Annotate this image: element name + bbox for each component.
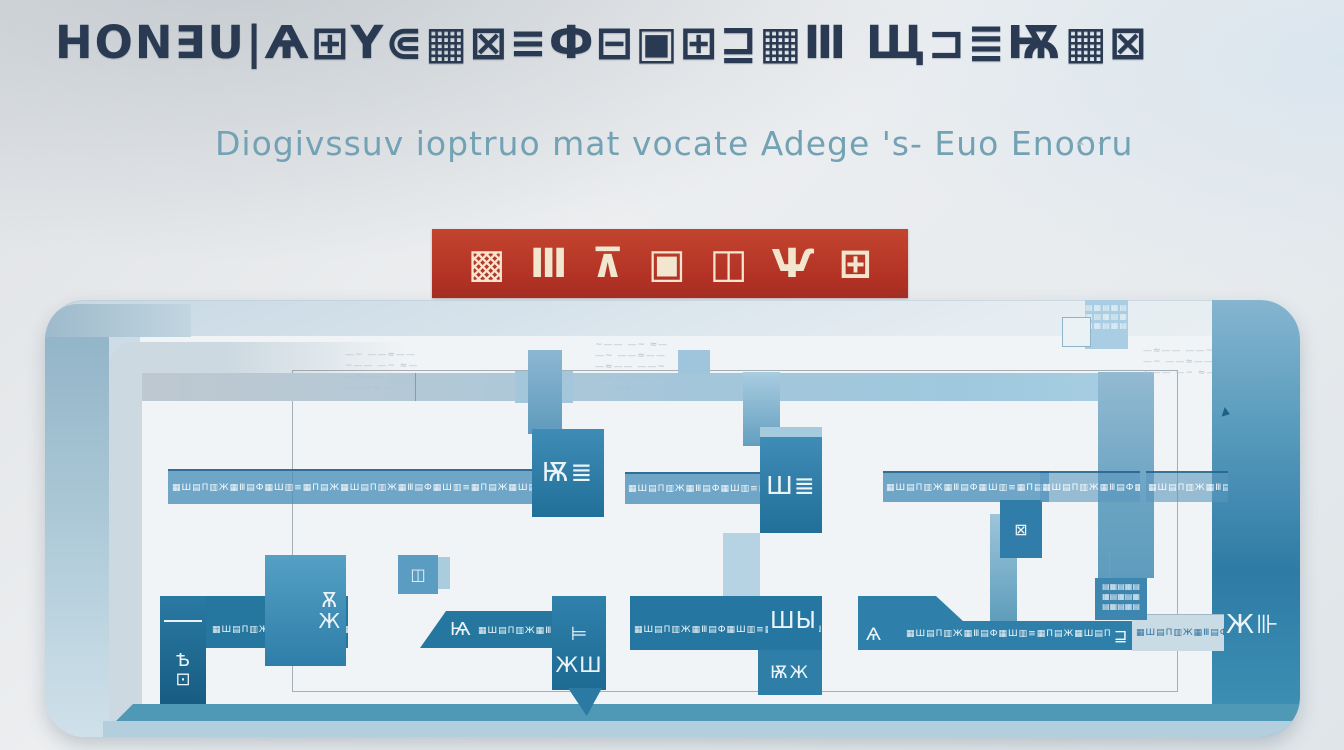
faint-note-line: —~ ——≈—— <box>1143 357 1214 367</box>
node-glyph: Ѫ <box>321 587 338 612</box>
drop-column-1 <box>528 350 562 434</box>
bottom-band-light <box>103 721 1300 737</box>
node-r3b: ⊨ ЖШ <box>552 596 606 690</box>
bar-r3d: Ѧ ▦Ш▤П▥Ж▦Ⅲ▤Ф▦Ш▥≡▦П▤Ж▦Ш▤П▥Ж▦Ⅲ▤Ф▦Ш▥≡▦П▤Ж▦Ш… <box>858 621 1132 650</box>
node-glyph-stack: Ѣ ⊡ <box>175 650 191 690</box>
strip-microtext: ▦Ш▤П▥Ж▦Ⅲ▤Ф▦Ш▥≡▦П▤Ж▦Ш▤П▥Ж▦Ⅲ▤Ф▦Ш▥≡▦П▤Ж▦Ш▤П… <box>906 629 1112 639</box>
label-strip-r2b: ▦Ш▤П▥Ж▦Ⅲ▤Ф▦Ш▥≡▦П▤Ж▦Ш▤П▥Ж▦Ⅲ▤Ф▦Ш▥≡▦П▤Ж▦Ш▤П… <box>625 472 761 504</box>
node-glyph: Ш≣ <box>766 470 816 500</box>
faint-note-line: —≈—— ——~ <box>1143 346 1214 356</box>
node-r3-left: Ѣ ⊡ <box>160 596 206 712</box>
panel-top-left-border <box>45 304 191 337</box>
tick-line <box>164 620 202 622</box>
corner-note-row: ▤▦▤▦▤ <box>1085 321 1128 330</box>
node-r3-small: ◫ <box>398 555 438 594</box>
strip-microtext: ▦Ш▤П▥Ж▦Ⅲ▤Ф▦Ш▥≡▦П▤Ж▦Ш▤П▥Ж▦Ⅲ▤Ф▦Ш▥≡▦П▤Ж▦Ш▤П… <box>634 625 822 635</box>
faint-note-a: —~ ——≈—— ~—— —~ ≈— —≈—— ——~ ——~≈— <box>345 350 495 406</box>
badge-row: ▤▦▤▦▤ <box>1102 582 1140 591</box>
strip-cap-glyph: ⊒ <box>1114 626 1128 645</box>
top-connector-bar <box>142 373 1140 401</box>
label-strip-r2c: ▦Ш▤П▥Ж▦Ⅲ▤Ф▦Ш▥≡▦П▤Ж▦Ш▤П▥Ж▦Ⅲ▤Ф▦Ш▥≡▦П▤Ж▦Ш▤П… <box>883 471 1049 502</box>
faint-note-line: ——~≈— <box>345 383 393 393</box>
badge-stem-line <box>1109 552 1110 578</box>
red-banner: ▩Ⅲ⊼▣◫Ѱ⊞ <box>432 229 908 298</box>
faint-note-b: ~—— —~ ≈— —~ ——≈—— —≈—— ——~ —~ ——≈—— ——~… <box>595 340 707 402</box>
diagram-panel: —~ ——≈—— ~—— —~ ≈— —≈—— ——~ ——~≈— ~—— —~… <box>45 300 1300 737</box>
node-r3a: Ѫ Ж <box>265 555 346 666</box>
node-glyph: ⊡ <box>175 669 191 690</box>
strip-microtext: ▦Ш▤П▥Ж▦Ⅲ▤Ф▦Ш▥≡▦П▤Ж▦Ш▤П▥Ж▦Ⅲ▤Ф▦Ш▥≡▦П▤Ж▦Ш▤П… <box>886 482 1049 493</box>
node-r2b-cap <box>760 427 822 439</box>
panel-right-border: Ж⊪ <box>1212 300 1300 737</box>
panel-left-border <box>45 304 109 737</box>
node-glyph: ШЫ <box>768 608 819 634</box>
faint-note-line: ~—— —~ ≈— <box>345 361 419 371</box>
node-glyph-stack: Ѫ Ж <box>318 587 340 633</box>
faint-note-line: —~ ——≈—— <box>345 350 416 360</box>
page-subtitle: Diogivssuv ioptruo mat vocate Adege 's- … <box>215 124 1135 163</box>
label-strip-r2d1: ▦Ш▤П▥Ж▦Ⅲ▤Ф▦Ш▥≡▦П▤Ж▦Ш▤П▥Ж▦Ⅲ▤Ф▦Ш▥≡▦П▤Ж▦Ш▤П… <box>1040 471 1140 502</box>
triangle-mark-icon <box>1221 407 1232 419</box>
label-strip-r2a: ▦Ш▤П▥Ж▦Ⅲ▤Ф▦Ш▥≡▦П▤Ж▦Ш▤П▥Ж▦Ⅲ▤Ф▦Ш▥≡▦П▤Ж▦Ш▤П… <box>168 469 532 504</box>
strip-microtext: ▦Ш▤П▥Ж▦Ⅲ▤Ф▦Ш▥≡▦П▤Ж▦Ш▤П▥Ж▦Ⅲ▤Ф▦Ш▥≡▦П▤Ж▦Ш▤П… <box>478 626 552 636</box>
node-r2a: Ѭ≣ <box>532 429 604 517</box>
node-glyph: ◫ <box>410 565 426 584</box>
strip-microtext: ▦Ш▤П▥Ж▦Ⅲ▤Ф▦Ш▥≡▦П▤Ж▦Ш▤П▥Ж▦Ⅲ▤Ф▦Ш▥≡▦П▤Ж▦Ш▤П… <box>1042 482 1140 493</box>
faint-note-line: —~ ——≈—— <box>595 373 666 383</box>
node-glyph: Ѭ≣ <box>541 458 595 488</box>
inner-outline-rect <box>292 370 1178 692</box>
faint-note-line: ~—— —~ ≈— <box>595 340 669 350</box>
frame-band-vertical <box>108 342 142 737</box>
red-banner-label: ▩Ⅲ⊼▣◫Ѱ⊞ <box>467 240 897 287</box>
node-r2b: Ш≣ <box>760 437 822 533</box>
corner-note-block: ▤▦▤▦▤ ▦▤▦▤▦ ▤▦▤▦▤ <box>1085 300 1128 349</box>
strip-microtext: ▦Ш▤П▥Ж▦Ⅲ▤Ф▦Ш▥≡▦П▤Ж▦Ш▤П▥Ж▦Ⅲ▤Ф▦Ш▥≡▦П▤Ж▦Ш▤П… <box>1148 482 1228 493</box>
faint-note-line: ——~≈— <box>595 384 643 394</box>
strip-microtext: ▦Ш▤П▥Ж▦Ⅲ▤Ф▦Ш▥≡▦П▤Ж▦Ш▤П▥Ж▦Ⅲ▤Ф▦Ш▥≡▦П▤Ж▦Ш▤П… <box>628 484 761 494</box>
node-glyph: ⊨ <box>570 623 588 645</box>
faint-note-line: —≈—— ——~ <box>595 362 666 372</box>
node-glyph: Ѧ <box>866 625 881 645</box>
faint-note-line: —≈—— ——~ <box>345 372 416 382</box>
label-strip-r3e: ▦Ш▤П▥Ж▦Ⅲ▤Ф▦Ш▥≡▦П▤Ж▦Ш▤П▥Ж▦Ⅲ▤Ф▦Ш▥≡▦П▤Ж▦Ш▤П… <box>1132 614 1224 651</box>
connector-tick <box>415 373 416 401</box>
right-band-glyph: Ж⊪ <box>1226 610 1281 640</box>
small-node-top <box>678 350 710 374</box>
corner-note-row: ▤▦▤▦▤ <box>1085 303 1128 312</box>
faint-note-c: —≈—— ——~ —~ ——≈—— ~—— —~ ≈— <box>1143 346 1263 386</box>
badge-row: ▤▦▤▦▤ <box>1102 602 1140 611</box>
node-flap <box>438 557 450 589</box>
corner-note-row: ▦▤▦▤▦ <box>1085 312 1128 321</box>
corner-outline-square <box>1062 317 1091 347</box>
node-glyph: ЖШ <box>555 653 603 677</box>
badge-row: ▦▤▦▤▦ <box>1102 592 1140 601</box>
page-title: HON∃U|Ѧ⊞Y⋐▦⊠≡Ф⊟▣⊞⊒▦Ⅲ Щ⊐≣Ѭ▦⊠ <box>55 16 1149 69</box>
subtitle-scribble: ⌁˙· <box>1076 136 1105 152</box>
label-strip-r2d2: ▦Ш▤П▥Ж▦Ⅲ▤Ф▦Ш▥≡▦П▤Ж▦Ш▤П▥Ж▦Ⅲ▤Ф▦Ш▥≡▦П▤Ж▦Ш▤П… <box>1146 471 1228 502</box>
strip-microtext: ▦Ш▤П▥Ж▦Ⅲ▤Ф▦Ш▥≡▦П▤Ж▦Ш▤П▥Ж▦Ⅲ▤Ф▦Ш▥≡▦П▤Ж▦Ш▤П… <box>172 482 532 493</box>
faint-note-line: —~ ——≈—— <box>595 351 666 361</box>
drop-column-4 <box>723 533 760 599</box>
node-glyph: Ѣ <box>176 650 190 672</box>
bar-r3b: Ѩ ▦Ш▤П▥Ж▦Ⅲ▤Ф▦Ш▥≡▦П▤Ж▦Ш▤П▥Ж▦Ⅲ▤Ф▦Ш▥≡▦П▤Ж▦Ш… <box>420 611 552 648</box>
mini-badge: ▤▦▤▦▤ ▦▤▦▤▦ ▤▦▤▦▤ <box>1095 578 1147 620</box>
node-r2c: ⊠ <box>1000 500 1042 558</box>
node-glyph: Ѩ <box>450 619 471 640</box>
node-r3c-sub: ѬЖ <box>758 650 822 695</box>
bar-r3c: ▦Ш▤П▥Ж▦Ⅲ▤Ф▦Ш▥≡▦П▤Ж▦Ш▤П▥Ж▦Ⅲ▤Ф▦Ш▥≡▦П▤Ж▦Ш▤П… <box>630 596 822 650</box>
node-glyph: ѬЖ <box>770 662 810 683</box>
node-glyph: ⊠ <box>1014 519 1028 539</box>
faint-note-line: ~—— —~ ≈— <box>1143 368 1217 378</box>
frame-band-horizontal <box>108 342 408 374</box>
bottom-band <box>115 704 1300 722</box>
strip-microtext: ▦Ш▤П▥Ж▦Ⅲ▤Ф▦Ш▥≡▦П▤Ж▦Ш▤П▥Ж▦Ⅲ▤Ф▦Ш▥≡▦П▤Ж▦Ш▤П… <box>1136 628 1224 638</box>
node-glyph: Ж <box>318 608 340 633</box>
